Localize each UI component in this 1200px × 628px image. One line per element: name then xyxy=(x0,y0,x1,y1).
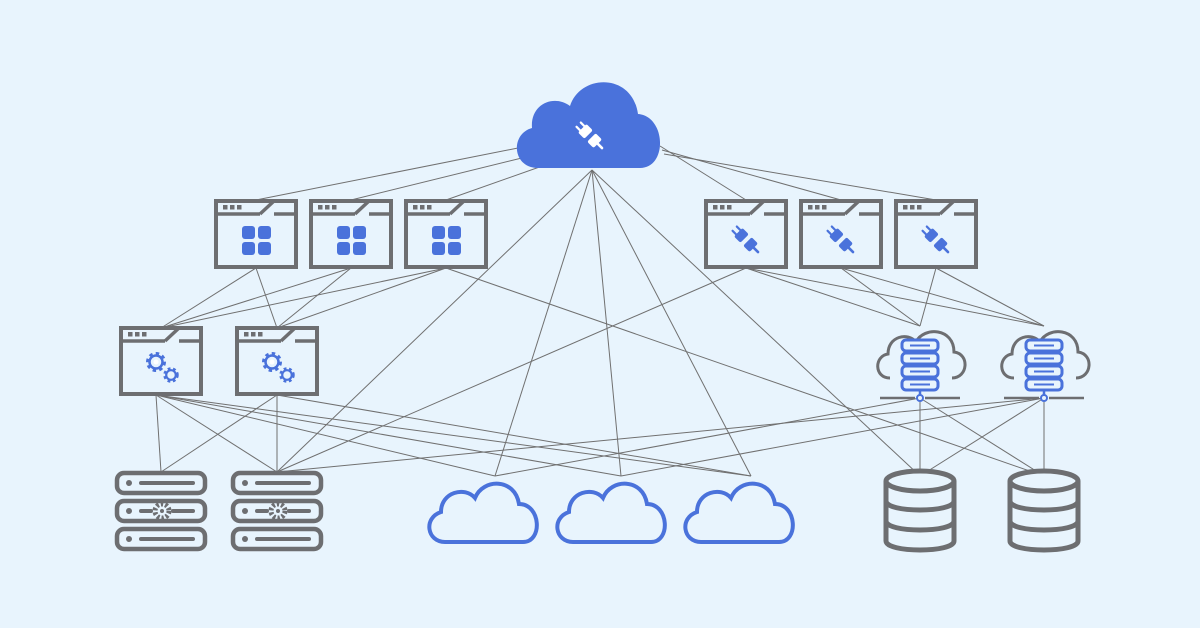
connection-line-app1-gear1 xyxy=(160,267,257,329)
connection-line-plug1-srvc2 xyxy=(745,267,1045,327)
connection-line-hub-cloud1 xyxy=(494,169,593,477)
connection-line-hub-app3 xyxy=(445,163,549,201)
connection-lines xyxy=(155,145,1045,477)
connection-line-srvc2-cloud2 xyxy=(620,397,1045,477)
connection-line-gear1-cloud1 xyxy=(155,394,496,477)
connection-line-plug2-srvc1 xyxy=(840,267,921,327)
connection-line-app3-db2 xyxy=(445,267,1045,477)
connection-line-plug1-rack2 xyxy=(276,267,747,473)
database-icon xyxy=(886,471,954,550)
connection-line-plug3-srvc2 xyxy=(935,267,1045,327)
connection-line-plug3-srvc1 xyxy=(919,267,937,327)
connection-line-hub-app1 xyxy=(255,147,519,201)
server-rack-gear-icon xyxy=(117,473,205,549)
connection-line-hub-plug3 xyxy=(663,153,937,201)
database-1 xyxy=(886,471,954,550)
connection-line-hub-db1 xyxy=(591,169,921,477)
connection-line-hub-plug1 xyxy=(659,145,747,201)
connection-line-app2-gear2 xyxy=(276,267,352,329)
connection-line-srvc1-cloud1 xyxy=(494,397,921,477)
cloud-shape xyxy=(516,82,661,168)
connection-line-gear2-rack1 xyxy=(160,394,278,473)
server-rack-1 xyxy=(117,473,205,549)
database-2 xyxy=(1010,471,1078,550)
connection-line-gear1-cloud3 xyxy=(155,394,752,477)
connection-line-gear1-rack2 xyxy=(155,394,278,473)
connection-line-srvc2-rack2 xyxy=(276,397,1045,473)
server-rack-2 xyxy=(233,473,321,549)
connection-line-plug1-srvc1 xyxy=(745,267,921,327)
connection-line-gear1-cloud2 xyxy=(155,394,622,477)
connection-line-app1-gear2 xyxy=(255,267,278,329)
connection-line-hub-app2 xyxy=(350,155,531,201)
connection-line-app3-gear1 xyxy=(160,267,447,329)
server-rack-gear-icon xyxy=(233,473,321,549)
connection-line-gear1-rack1 xyxy=(155,394,162,473)
connection-line-hub-rack2 xyxy=(276,169,593,473)
connection-line-app3-gear2 xyxy=(276,267,447,329)
connection-line-gear2-cloud3 xyxy=(276,394,752,477)
connection-line-plug2-srvc2 xyxy=(840,267,1045,327)
connection-line-srvc2-db1 xyxy=(919,397,1045,477)
connection-line-hub-cloud3 xyxy=(591,169,752,477)
connection-line-app2-gear1 xyxy=(160,267,352,329)
central-integration-cloud xyxy=(516,82,661,168)
database-icon xyxy=(1010,471,1078,550)
connection-line-hub-cloud2 xyxy=(591,169,622,477)
